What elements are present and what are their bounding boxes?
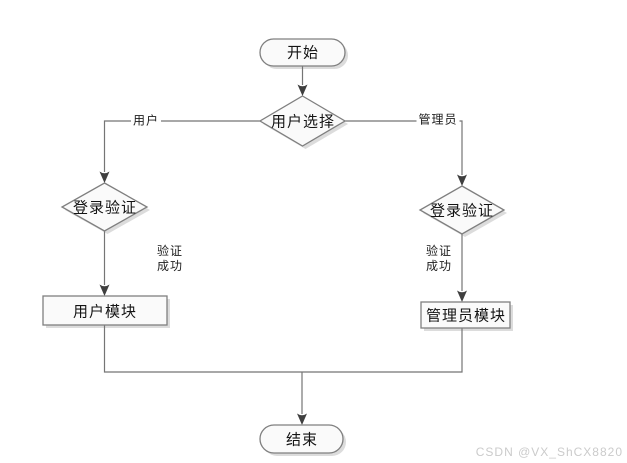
arrowhead-into-left-verify	[99, 171, 110, 183]
csdn-watermark: CSDN @VX_ShCX8820	[475, 445, 623, 459]
arrowhead-into-admin-module	[457, 290, 467, 302]
end-node-label: 结束	[285, 431, 319, 449]
edge-label-verify-success-right: 验证 成功	[423, 244, 455, 274]
arrowheads	[99, 84, 467, 425]
login-verify-left-node-label: 登录验证	[72, 199, 138, 217]
start-terminator-shape	[259, 38, 346, 67]
edge-modules-merge	[103, 325, 463, 373]
login-verify-right-decision-shape	[418, 185, 506, 235]
edge-label-verify-success-left-line2: 成功	[156, 259, 184, 273]
start-node-label: 开始	[286, 44, 320, 62]
node-shapes	[42, 38, 511, 454]
user-module-process-shape	[42, 295, 168, 326]
user-choice-node-label: 用户选择	[270, 113, 336, 131]
edge-label-verify-success-right-line2: 成功	[425, 259, 453, 273]
admin-module-process-shape	[420, 301, 511, 329]
connectors	[103, 66, 463, 414]
edge-label-admin-branch: 管理员	[416, 110, 460, 128]
arrowhead-into-end	[297, 413, 307, 425]
edge-label-verify-success-left: 验证 成功	[154, 244, 186, 274]
arrowhead-into-choice	[297, 84, 308, 96]
user-choice-decision-shape	[258, 95, 347, 147]
end-terminator-shape	[259, 424, 344, 454]
edge-choice-to-right-verify	[345, 120, 463, 175]
user-module-node-label: 用户模块	[72, 303, 138, 321]
edge-label-verify-success-right-line1: 验证	[425, 244, 453, 258]
edge-label-user-branch: 用户	[130, 111, 162, 129]
edge-choice-to-left-verify	[103, 120, 260, 172]
arrowhead-into-user-module	[99, 284, 110, 296]
login-verify-left-decision-shape	[60, 182, 149, 232]
admin-module-node-label: 管理员模块	[425, 307, 507, 325]
arrowhead-into-right-verify	[457, 174, 467, 186]
login-verify-right-node-label: 登录验证	[429, 202, 495, 220]
edge-label-verify-success-left-line1: 验证	[156, 244, 184, 258]
